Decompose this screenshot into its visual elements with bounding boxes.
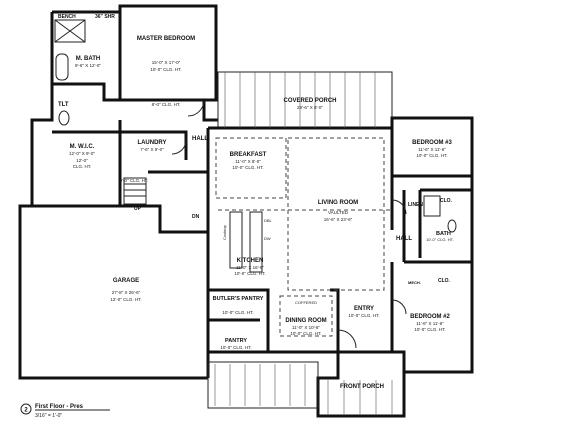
vault-outline (287, 137, 385, 291)
bath-label: BATH (436, 231, 451, 237)
garage-dim: 27'-8" X 26'-6" (112, 290, 141, 295)
pantry-label: PANTRY (225, 338, 247, 344)
breakfast-dim: 11'-0" X 8'-0" (235, 159, 261, 164)
toilet-label: TLT (58, 102, 69, 108)
door-swings (171, 99, 407, 349)
wic-dim: 12'-0" X 9'-0" (69, 151, 95, 156)
toilet-fixture (58, 110, 70, 126)
breakfast-label: BREAKFAST (230, 152, 267, 158)
entry-label: ENTRY (354, 306, 374, 312)
drawing-number-circle (20, 403, 32, 415)
master-bedroom-label: MASTER BEDROOM (137, 36, 195, 42)
interior-walls (32, 12, 472, 352)
bath-tub (423, 195, 441, 217)
butlers-clg: 10'-0" CLG. HT. (222, 310, 253, 315)
breakfast-clg: 10'-0" CLG. HT. (232, 165, 263, 170)
front-stoop (207, 361, 319, 409)
coffered-outline (279, 295, 333, 337)
kitchen-clg: 10'-0" CLG. HT. (234, 271, 265, 276)
dining-label: DINING ROOM (285, 318, 326, 324)
master-suite-wall (52, 4, 218, 122)
door-swing (391, 299, 407, 315)
door-swing (187, 99, 205, 117)
bath-toilet (447, 219, 457, 233)
dw-label: DW (264, 236, 271, 241)
porch-hatching (214, 72, 393, 414)
garage-label: GARAGE (113, 278, 139, 284)
entry-clg: 10'-0" CLG. HT. (348, 313, 379, 318)
master-bedroom-clg2: 8'-0" CLG. HT. (152, 102, 181, 107)
fixtures (54, 19, 457, 273)
living-label: LIVING ROOM (318, 200, 358, 206)
covered-porch-dim: 28'-6" X 8'-0" (297, 105, 323, 110)
hall-right-label: HALL (396, 236, 412, 242)
title-block: 2 First Floor - Pres 3/16" = 1'-0" (20, 403, 110, 419)
shower-fixture (54, 19, 86, 43)
laundry-dim: 7'-6" X 9'-0" (140, 147, 164, 152)
bath-clg: 10'-0" CLG. HT. (426, 237, 454, 242)
laundry-label: LAUNDRY (137, 140, 166, 146)
drawing-number: 2 (24, 408, 28, 414)
wic-clg: CLG. HT. (73, 164, 92, 169)
drawing-scale: 3/16" = 1'-0" (35, 413, 62, 419)
wic-dim2: 12'-0" (76, 158, 88, 163)
covered-porch-label: COVERED PORCH (283, 98, 336, 104)
dining-dim: 11'-0" X 10'-6" (292, 325, 320, 330)
master-bath-dim: 9'-6" X 12'-0" (75, 63, 101, 68)
clo2-label: CLO. (438, 278, 451, 284)
bench-label: BENCH (58, 14, 76, 20)
garage-wall (18, 204, 208, 380)
living-dim: 16'-6" X 23'-6" (324, 217, 353, 222)
stairs (123, 177, 147, 205)
bedroom2-clg: 10'-0" CLG. HT. (414, 327, 445, 332)
kitchen-island (249, 211, 263, 273)
pantry-clg: 10'-0" CLG. HT. (220, 345, 251, 350)
shower-label: 36" SHR (95, 14, 115, 20)
mech-label: MECH. (408, 280, 421, 285)
clo1-label: CLO. (440, 198, 453, 204)
wic-clg9: 9'-0" CLG. HT. (120, 178, 149, 183)
breakfast-outline (215, 137, 287, 199)
laundry-wall (120, 130, 188, 160)
bedroom2-dim: 11'-6" X 11'-6" (416, 321, 444, 326)
door-swing (337, 329, 357, 349)
door-swing (391, 199, 407, 215)
living-vaulted: VAULTED (328, 210, 349, 215)
front-porch-label: FRONT PORCH (340, 384, 384, 390)
bedroom3-dim: 11'-6" X 11'-6" (418, 147, 446, 152)
hall-left-label: HALL (192, 136, 208, 142)
kitchen-label: KITCHEN (237, 258, 264, 264)
door-swing (171, 139, 187, 155)
wic-label: M. W.I.C. (70, 144, 95, 150)
bath-wall (418, 188, 472, 258)
linen-label: LINEN (408, 202, 423, 208)
tub-fixture (55, 53, 69, 81)
bedroom3-label: BEDROOM #3 (412, 140, 452, 146)
butler-wall (208, 288, 270, 352)
kitchen-dim: 11'-0" X 16'-6" (236, 265, 264, 270)
left-upper-wall (30, 12, 54, 206)
garage-top-wall (120, 204, 208, 234)
master-bath-wall (52, 82, 120, 102)
master-bedroom-clg: 10'-0" CLG. HT. (150, 67, 181, 72)
up-label: UP (134, 206, 142, 212)
garage-clg: 12'-0" CLG. HT. (110, 297, 141, 302)
master-bedroom-dim: 15'-0" X 17'-0" (152, 60, 181, 65)
dining-clg: 10'-0" CLG. HT. (290, 331, 321, 336)
bedroom2-label: BEDROOM #2 (410, 314, 450, 320)
coffered-label: COFFERED (295, 300, 317, 305)
dining-entry-wall (330, 288, 340, 352)
drawing-title: First Floor - Pres (35, 404, 84, 410)
bedroom3-clg: 10'-0" CLG. HT. (416, 153, 447, 158)
butlers-label: BUTLER'S PANTRY (213, 296, 264, 302)
ceiling-lines (215, 137, 392, 337)
cooktop-label: Cooktop (222, 224, 227, 240)
dn-label: DN (192, 214, 200, 220)
master-bedroom-wall (118, 12, 204, 102)
cooktop-counter (229, 211, 243, 269)
front-porch-wall (316, 350, 406, 418)
master-bath-label: M. BATH (76, 56, 101, 62)
dbl-label: DBL (264, 218, 273, 223)
